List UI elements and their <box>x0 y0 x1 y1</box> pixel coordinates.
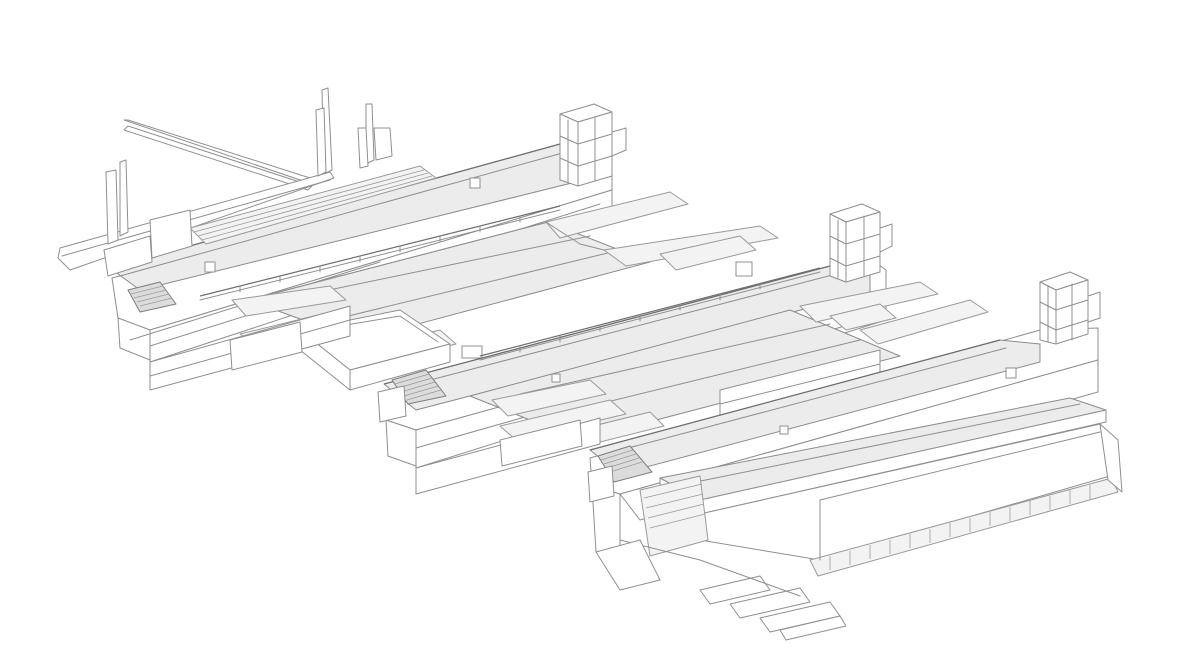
upper-stair <box>127 281 177 313</box>
upper-wing-plates <box>545 191 779 271</box>
lower-entry-steps <box>639 475 847 641</box>
upper-railing <box>199 205 561 301</box>
tower-upper <box>559 103 627 187</box>
upper-seating-steps <box>193 169 433 241</box>
masts <box>105 87 393 245</box>
pedestal-upper <box>57 87 779 391</box>
middle-wing-plates <box>799 281 989 345</box>
pedestal-lower <box>587 327 1123 641</box>
pedestal-middle <box>377 257 989 495</box>
lower-seating-steps <box>829 485 1091 570</box>
tower-lower <box>1039 271 1101 345</box>
tower-middle <box>829 203 893 283</box>
middle-railing <box>479 267 821 361</box>
